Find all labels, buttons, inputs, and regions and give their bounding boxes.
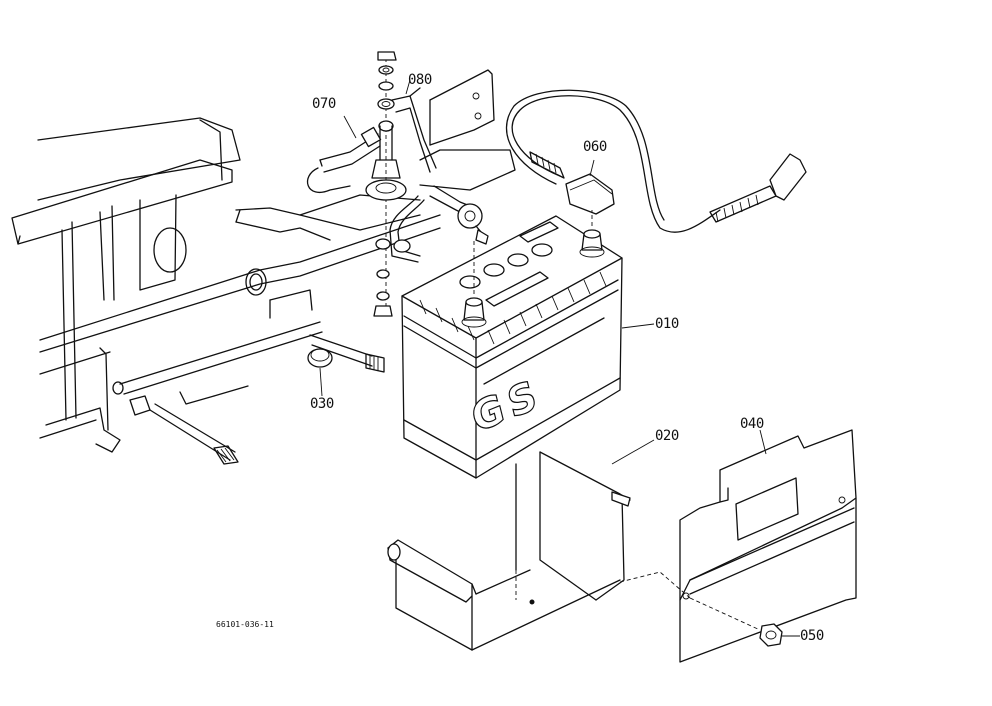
part-label-010: 010 xyxy=(655,316,679,332)
cap-030 xyxy=(307,348,333,397)
chassis-frame xyxy=(11,117,441,453)
part-label-040: 040 xyxy=(740,416,764,432)
part-label-020: 020 xyxy=(655,428,679,444)
ground-strap-080 xyxy=(389,79,437,263)
battery-cover-040 xyxy=(619,429,857,663)
negative-cable-070 xyxy=(307,115,382,193)
battery-stay-rod xyxy=(112,289,385,465)
battery-tray-020 xyxy=(387,439,655,651)
part-label-070: 070 xyxy=(312,96,336,112)
nut-050 xyxy=(689,597,800,647)
part-label-060: 060 xyxy=(583,139,607,155)
positive-cable-060 xyxy=(505,89,807,233)
drawing-number: 66101-036-11 xyxy=(216,620,274,629)
part-label-080: 080 xyxy=(408,72,432,88)
part-label-050: 050 xyxy=(800,628,824,644)
part-label-030: 030 xyxy=(310,396,334,412)
battery-010 xyxy=(401,210,655,479)
mounting-bracket xyxy=(419,69,516,191)
terminal-hardware-stack xyxy=(365,51,407,317)
terminal-clamp xyxy=(429,185,489,245)
